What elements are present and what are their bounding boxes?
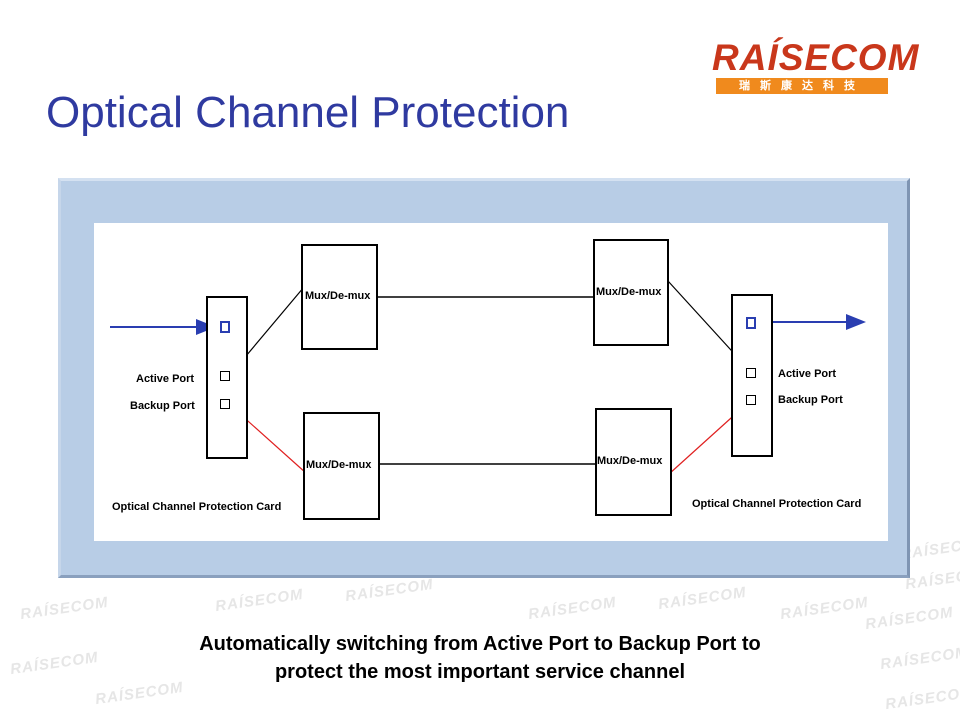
watermark: RAÍSECOM (779, 593, 870, 624)
watermark: RAÍSECOM (864, 603, 955, 634)
left-card-label: Optical Channel Protection Card (112, 501, 282, 513)
watermark: RAÍSECOM (527, 593, 618, 624)
watermark: RAÍSECOM (19, 593, 110, 624)
right-backup-port-label: Backup Port (778, 394, 843, 406)
logo-brand: RAÍSECOM (712, 37, 920, 78)
mux-bottom-right (595, 408, 672, 516)
mux-top-right-label: Mux/De-mux (596, 286, 662, 298)
mux-top-left-label: Mux/De-mux (305, 290, 371, 302)
right-output-port (746, 317, 756, 329)
mux-top-left (301, 244, 378, 350)
right-active-port (746, 368, 756, 378)
mux-top-right (593, 239, 669, 346)
right-active-port-label: Active Port (778, 368, 837, 380)
page-title: Optical Channel Protection (46, 88, 570, 137)
watermark: RAÍSECOM (344, 575, 435, 606)
watermark: RAÍSECOM (657, 583, 748, 614)
left-backup-port-label: Backup Port (130, 400, 195, 412)
logo-subtitle: 瑞斯康达科技 (716, 78, 888, 94)
right-card-label: Optical Channel Protection Card (692, 498, 862, 510)
mux-bottom-left (303, 412, 380, 520)
caption-line-2: protect the most important service chann… (274, 661, 686, 683)
protection-diagram: Active Port Backup Port Optical Channel … (94, 223, 888, 541)
left-backup-port (220, 399, 230, 409)
raisecom-logo: RAÍSECOM 瑞斯康达科技 (712, 38, 918, 96)
right-backup-port (746, 395, 756, 405)
caption-line-1: Automatically switching from Active Port… (199, 633, 761, 655)
watermark: RAÍSECOM (904, 563, 960, 594)
watermark: RAÍSECOM (214, 585, 305, 616)
mux-bottom-right-label: Mux/De-mux (597, 455, 663, 467)
mux-bottom-left-label: Mux/De-mux (306, 459, 372, 471)
watermark: RAÍSECOM (884, 683, 960, 714)
left-active-port (220, 371, 230, 381)
left-active-port-label: Active Port (136, 373, 195, 385)
left-input-port (220, 321, 230, 333)
slide-caption: Automatically switching from Active Port… (40, 630, 920, 686)
